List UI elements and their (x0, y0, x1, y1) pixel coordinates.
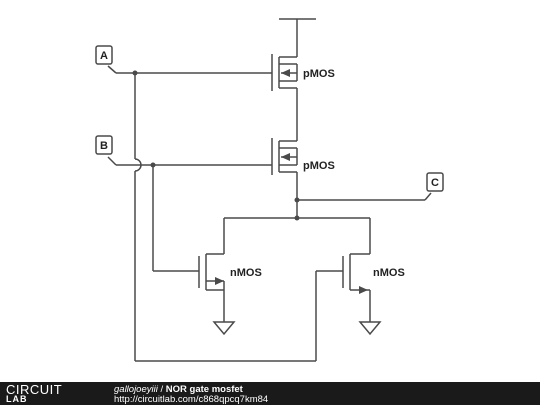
port-a-label: A (100, 50, 108, 62)
pmos-2-label: pMOS (303, 160, 335, 172)
port-a[interactable]: A (95, 45, 113, 65)
pmos-transistor-2[interactable] (271, 138, 298, 218)
circuit-url[interactable]: http://circuitlab.com/c868qpcq7km84 (114, 394, 269, 405)
footer-credits: gallojoeyiii / NOR gate mosfet (114, 384, 243, 395)
ground-symbol-1 (212, 321, 236, 336)
pmos-1-label: pMOS (303, 68, 335, 80)
separator: / (160, 384, 164, 395)
logo-top-text: CIRCUIT (6, 382, 63, 397)
circuit-title[interactable]: NOR gate mosfet (165, 384, 243, 395)
port-b-label: B (100, 140, 108, 152)
pmos-transistor-1[interactable] (271, 54, 298, 93)
logo-bottom-text: LAB (6, 394, 28, 404)
nmos-2-label: nMOS (373, 267, 405, 279)
ground-symbol-2 (358, 321, 382, 336)
port-c[interactable]: C (426, 172, 444, 192)
nmos-1-label: nMOS (230, 267, 262, 279)
author-link[interactable]: gallojoeyiii (114, 384, 158, 395)
port-c-label: C (431, 177, 439, 189)
footer-bar: CIRCUIT LAB gallojoeyiii / NOR gate mosf… (0, 382, 540, 405)
vdd-supply-symbol (279, 18, 316, 57)
circuitlab-logo[interactable]: CIRCUIT LAB (6, 382, 90, 404)
nmos-transistor-2[interactable] (342, 218, 371, 322)
circuit-schematic: pMOS pMOS (95, 18, 444, 362)
port-b[interactable]: B (95, 135, 113, 155)
nmos-transistor-1[interactable] (198, 218, 225, 322)
